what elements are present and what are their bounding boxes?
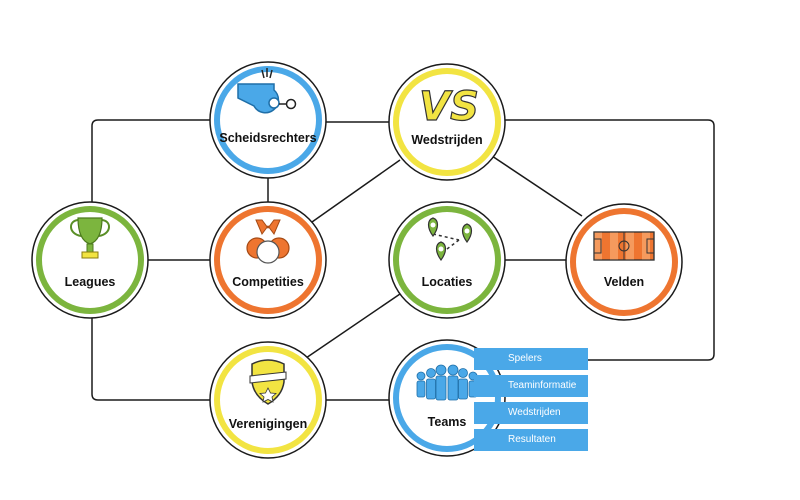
connector-lines xyxy=(91,119,715,401)
teams-submenu: Spelers Teaminformatie Wedstrijden Resul… xyxy=(474,348,588,456)
node-label-leagues: Leagues xyxy=(65,275,116,289)
whistle-icon xyxy=(237,68,297,114)
medals-icon xyxy=(246,219,290,264)
node-scheidsrechters[interactable]: Scheidsrechters xyxy=(209,61,327,179)
node-label-competities: Competities xyxy=(232,275,304,289)
node-label-teams: Teams xyxy=(428,415,467,429)
edge-leagues-scheidsrechters xyxy=(91,119,212,204)
node-velden[interactable]: Velden xyxy=(565,203,683,321)
node-wedstrijden[interactable]: VS Wedstrijden xyxy=(388,63,506,181)
node-verenigingen[interactable]: Verenigingen xyxy=(209,341,327,459)
node-competities[interactable]: Competities xyxy=(209,201,327,319)
submenu-item-teaminformatie[interactable]: Teaminformatie xyxy=(474,375,588,397)
edge-locaties-verenigingen xyxy=(305,293,401,359)
node-label-wedstrijden: Wedstrijden xyxy=(411,133,482,147)
node-leagues[interactable]: Leagues xyxy=(31,201,149,319)
submenu-item-resultaten[interactable]: Resultaten xyxy=(474,429,588,451)
node-label-verenigingen: Verenigingen xyxy=(229,417,308,431)
node-locaties[interactable]: Locaties xyxy=(388,201,506,319)
edge-wedstrijden-teams xyxy=(504,119,715,361)
edge-wedstrijden-velden xyxy=(491,155,583,217)
node-label-locaties: Locaties xyxy=(422,275,473,289)
people-group-icon xyxy=(416,364,478,401)
submenu-item-wedstrijden[interactable]: Wedstrijden xyxy=(474,402,588,424)
shield-icon xyxy=(249,359,287,405)
node-label-velden: Velden xyxy=(604,275,644,289)
edge-leagues-verenigingen xyxy=(91,316,212,401)
football-field-icon xyxy=(593,231,655,261)
trophy-icon xyxy=(70,217,110,259)
submenu-item-spelers[interactable]: Spelers xyxy=(474,348,588,370)
map-pins-icon xyxy=(427,217,473,262)
edge-competities-wedstrijden xyxy=(311,159,401,223)
node-label-scheidsrechters: Scheidsrechters xyxy=(219,131,316,145)
vs-icon: VS xyxy=(419,84,479,130)
